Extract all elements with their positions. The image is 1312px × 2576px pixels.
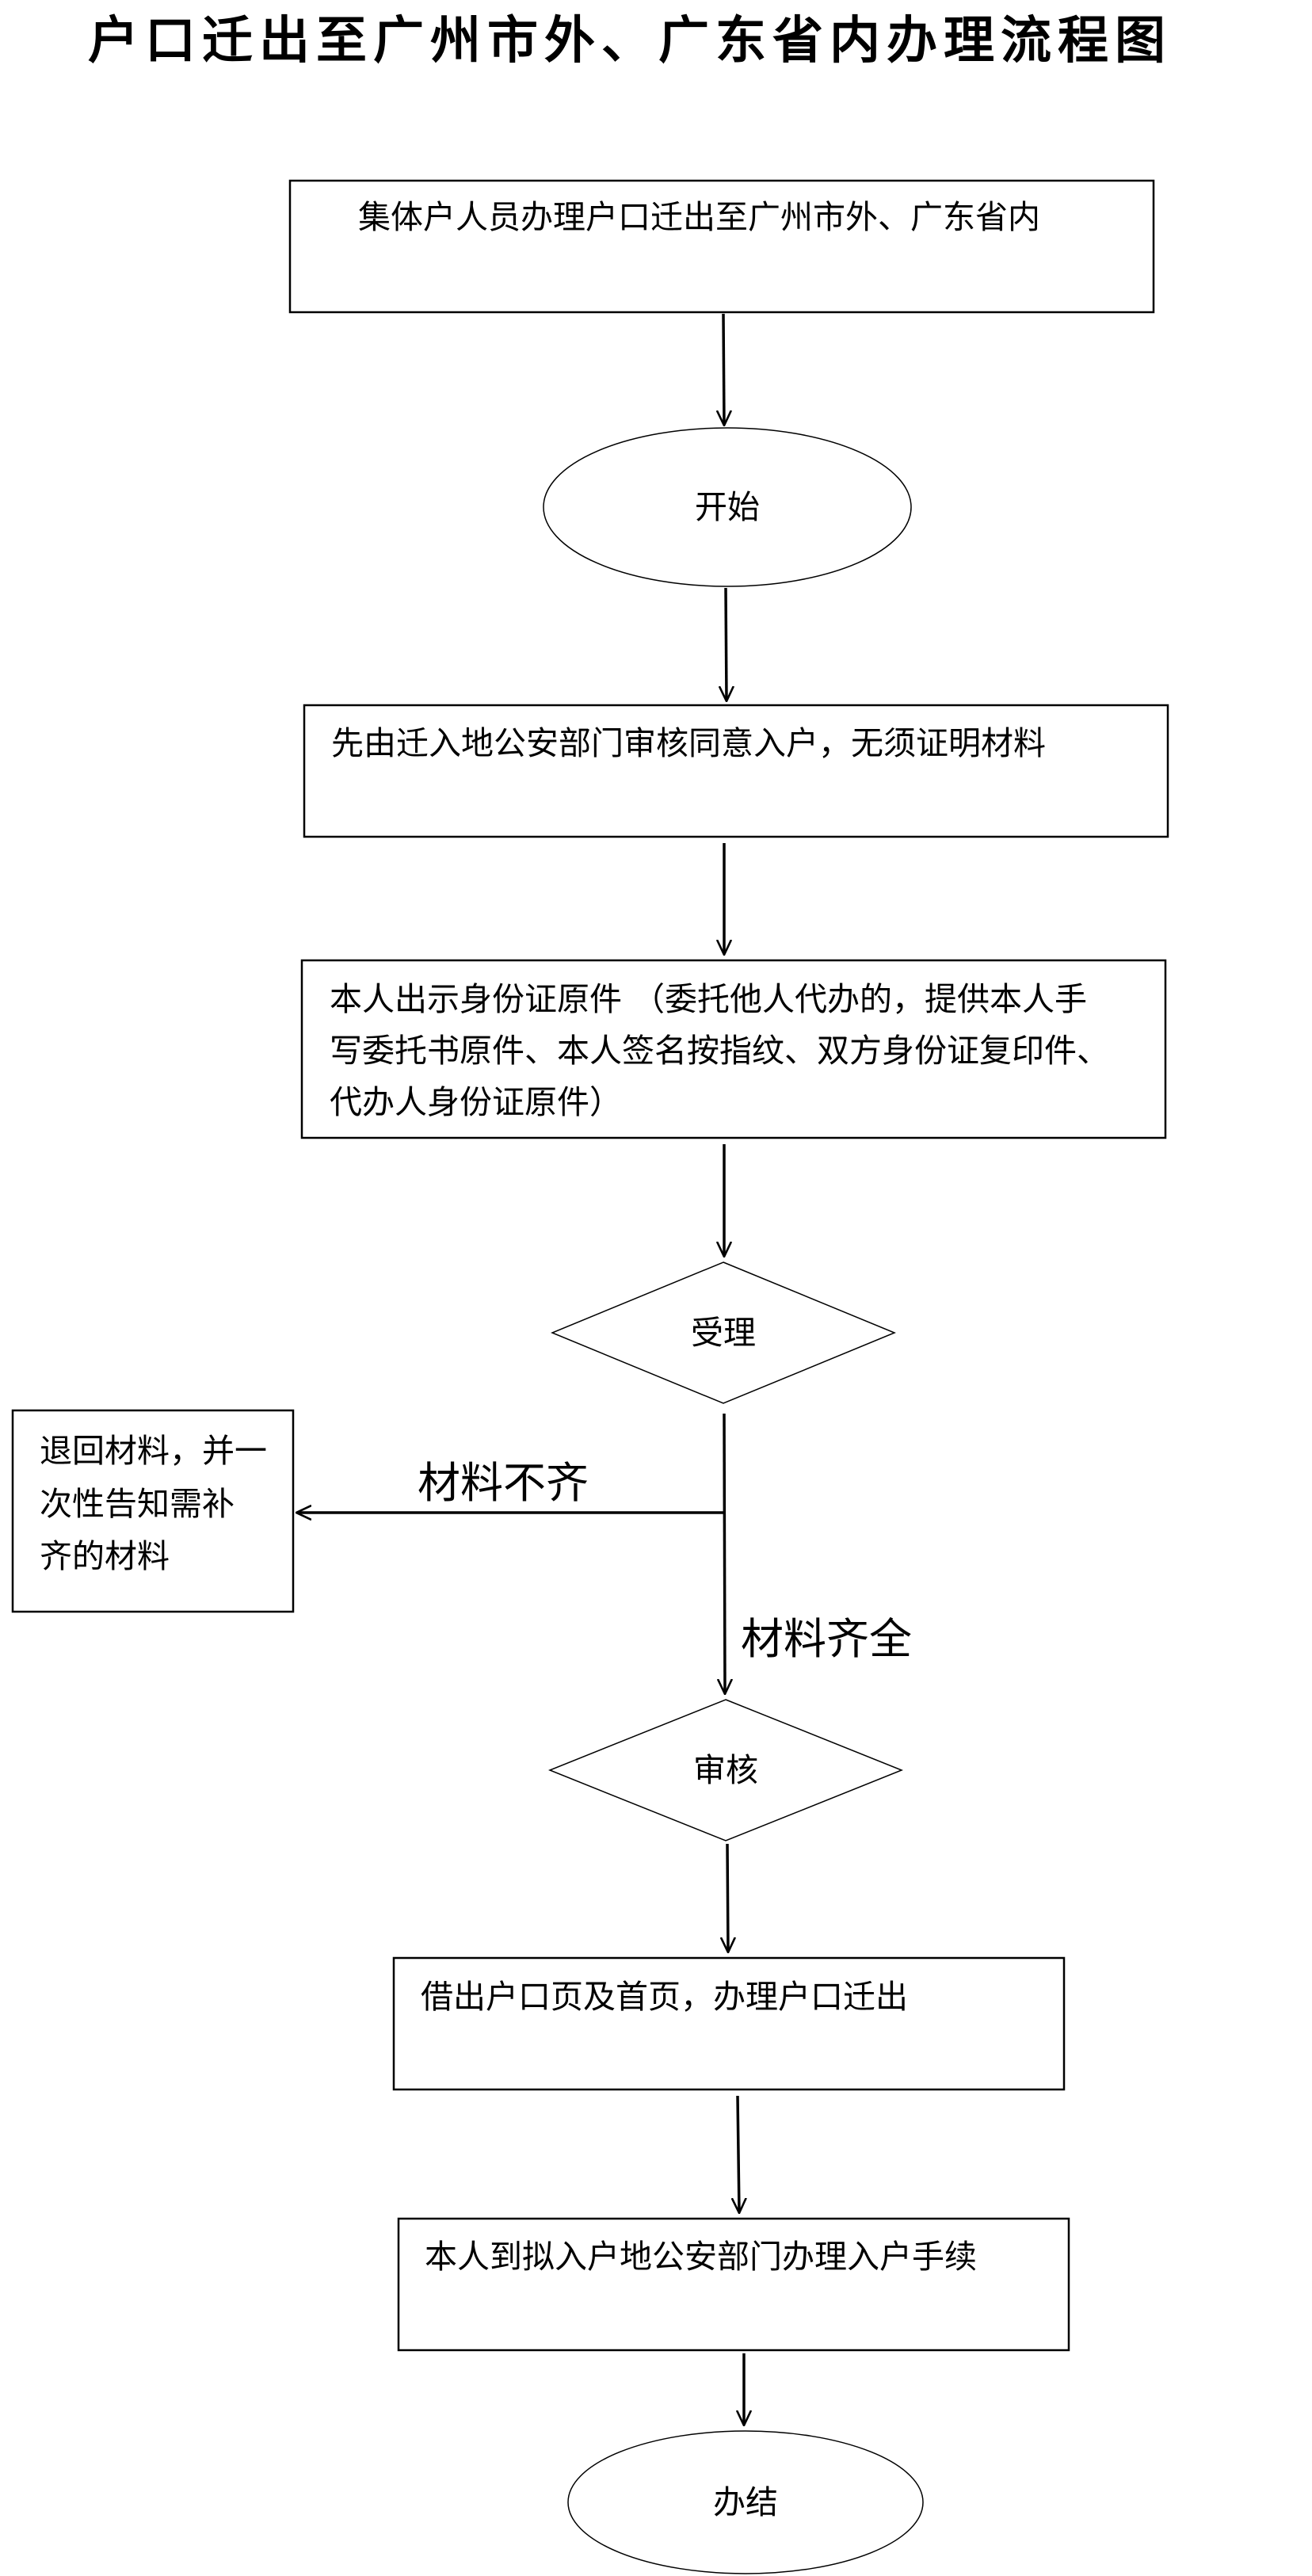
settle-in-text: 本人到拟入户地公安部门办理入户手续 — [425, 2238, 977, 2276]
return-materials-box: 退回材料，并一 次性告知需补 齐的材料 — [11, 1409, 295, 1613]
pre-approval-text: 先由迁入地公安部门审核同意入户，无须证明材料 — [331, 724, 1046, 762]
applicant-box: 集体户人员办理户口迁出至广州市外、广东省内 — [288, 179, 1155, 314]
arrow-applicant-to-start — [723, 313, 724, 425]
arrow-borrow-pages-to-settle-in — [738, 2095, 739, 2212]
start-terminal: 开始 — [543, 427, 912, 587]
documents-box: 本人出示身份证原件 （委托他人代办的，提供本人手 写委托书原件、本人签名按指纹、… — [300, 959, 1167, 1139]
documents-text-line-1: 本人出示身份证原件 （委托他人代办的，提供本人手 — [330, 980, 1087, 1018]
end-terminal: 办结 — [567, 2430, 924, 2574]
borrow-pages-text: 借出户口页及首页，办理户口迁出 — [421, 1978, 908, 2016]
arrow-review-to-borrow-pages — [727, 1843, 728, 1952]
documents-text-line-2: 写委托书原件、本人签名按指纹、双方身份证复印件、 — [330, 1032, 1109, 1070]
start-text: 开始 — [695, 488, 760, 526]
return-materials-text-line-3: 齐的材料 — [40, 1537, 170, 1575]
review-text: 审核 — [693, 1751, 758, 1789]
page-title: 户口迁出至广州市外、广东省内办理流程图 — [88, 11, 1172, 71]
complete-materials-label: 材料齐全 — [741, 1614, 912, 1664]
arrow-accept-to-review — [724, 1413, 725, 1693]
accept-text: 受理 — [691, 1314, 756, 1352]
incomplete-materials-label: 材料不齐 — [418, 1458, 589, 1508]
return-materials-text-line-2: 次性告知需补 — [40, 1485, 235, 1523]
connectors — [297, 313, 744, 2425]
review-decision: 审核 — [547, 1699, 904, 1841]
documents-text-line-3: 代办人身份证原件） — [330, 1083, 622, 1121]
settle-in-box: 本人到拟入户地公安部门办理入户手续 — [397, 2217, 1070, 2352]
arrow-start-to-pre-approval — [726, 587, 727, 700]
pre-approval-box: 先由迁入地公安部门审核同意入户，无须证明材料 — [303, 704, 1169, 838]
end-text: 办结 — [713, 2483, 778, 2521]
accept-decision: 受理 — [551, 1261, 896, 1404]
borrow-pages-box: 借出户口页及首页，办理户口迁出 — [392, 1956, 1066, 2091]
return-materials-text-line-1: 退回材料，并一 — [40, 1432, 267, 1470]
applicant-text: 集体户人员办理户口迁出至广州市外、广东省内 — [358, 198, 1040, 236]
